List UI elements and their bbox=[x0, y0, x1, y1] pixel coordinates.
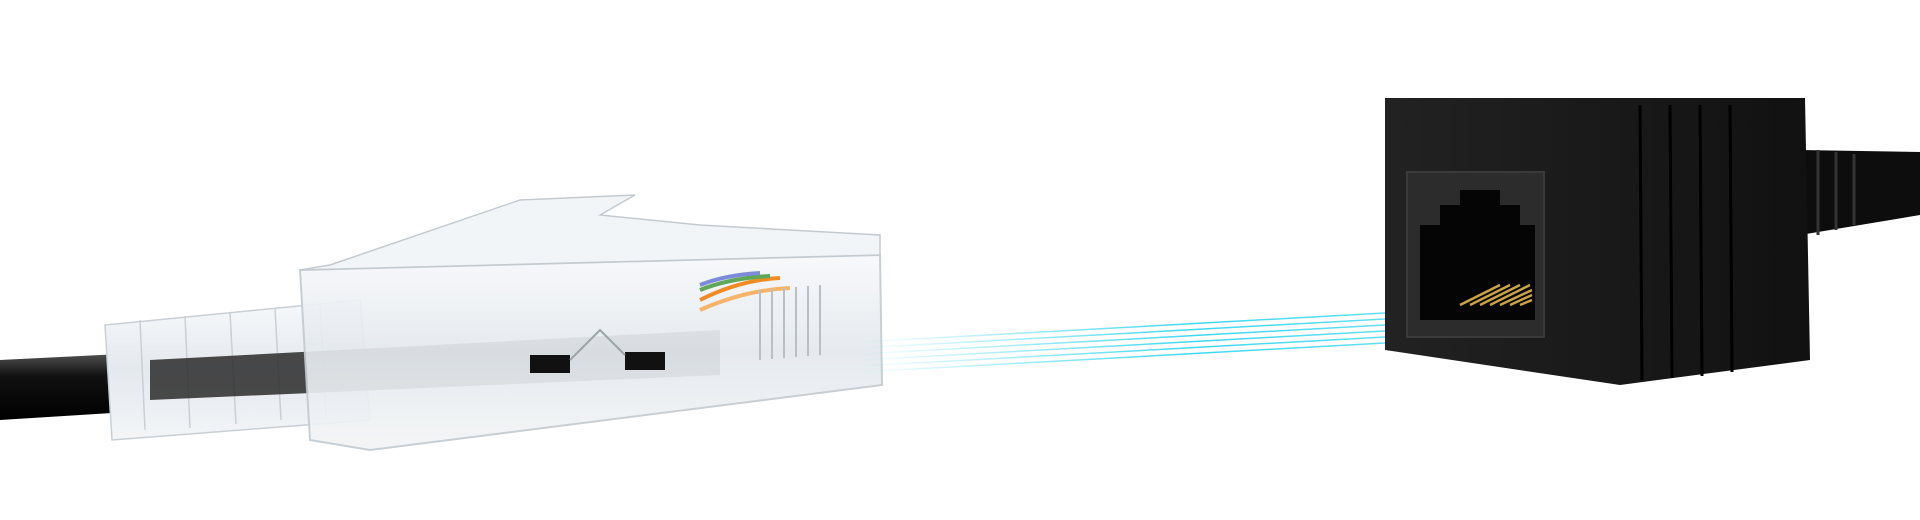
plug-contacts bbox=[759, 285, 821, 360]
cable-strain-ribs bbox=[1816, 150, 1856, 235]
rj45-coupler-jack bbox=[1385, 98, 1810, 385]
rj45-plug bbox=[298, 194, 884, 452]
jack-contacts bbox=[1459, 283, 1533, 307]
right-cable bbox=[1800, 150, 1920, 235]
plug-wires bbox=[699, 271, 791, 312]
